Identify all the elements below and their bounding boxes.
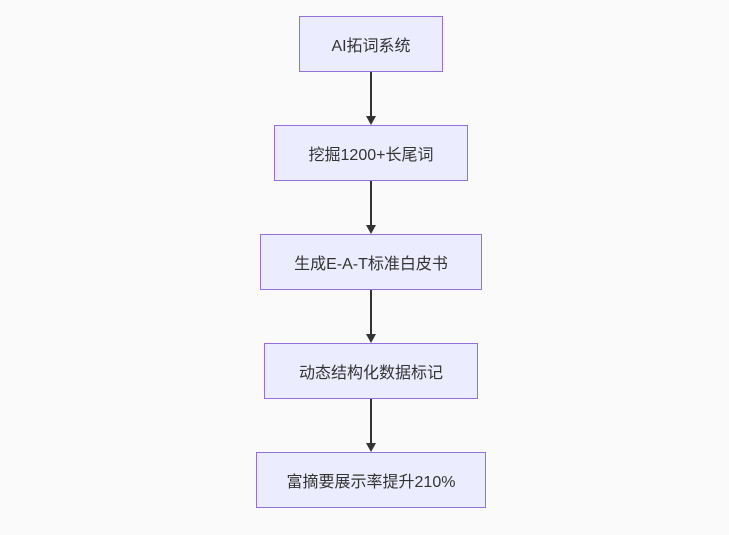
flowchart-node-4: 动态结构化数据标记 [264,343,478,399]
flowchart-node-2: 挖掘1200+长尾词 [274,125,468,181]
flowchart-node-1: AI拓词系统 [299,16,443,72]
flowchart: AI拓词系统 挖掘1200+长尾词 生成E-A-T标准白皮书 动态结构化数据标记 [256,16,486,508]
arrowhead-down-icon [366,334,376,343]
flow-arrow-4 [366,399,376,452]
node-label: 生成E-A-T标准白皮书 [294,256,448,273]
node-label: 动态结构化数据标记 [298,365,443,382]
flow-arrow-3 [366,290,376,343]
arrow-line [370,181,372,225]
node-label: 挖掘1200+长尾词 [308,147,434,164]
node-label: AI拓词系统 [331,38,411,55]
arrow-line [370,399,372,443]
flowchart-node-3: 生成E-A-T标准白皮书 [260,234,482,290]
flow-arrow-2 [366,181,376,234]
flowchart-node-5: 富摘要展示率提升210% [256,452,486,508]
node-label: 富摘要展示率提升210% [286,474,456,491]
arrow-line [370,290,372,334]
arrowhead-down-icon [366,225,376,234]
arrowhead-down-icon [366,116,376,125]
flow-arrow-1 [366,72,376,125]
arrowhead-down-icon [366,443,376,452]
arrow-line [370,72,372,116]
